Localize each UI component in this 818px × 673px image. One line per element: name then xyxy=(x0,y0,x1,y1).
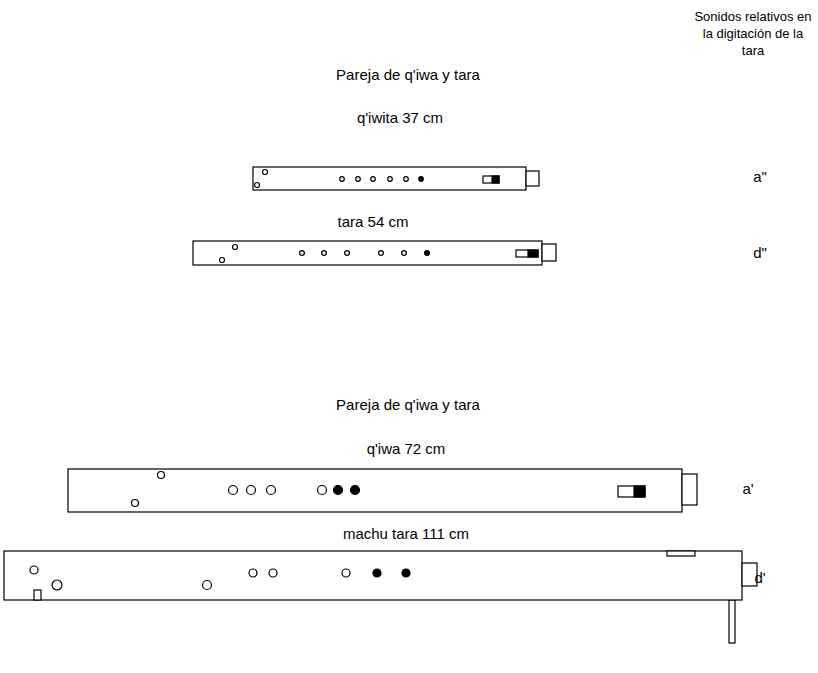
flute-hole-closed xyxy=(419,177,424,182)
flute-cap xyxy=(542,244,556,261)
flute-hole xyxy=(269,569,277,577)
flute-hole xyxy=(52,580,62,590)
flute-hole xyxy=(263,170,268,175)
flute-window-fill xyxy=(528,250,538,257)
flute-hole-closed xyxy=(402,569,410,577)
flute-hole xyxy=(132,500,139,507)
flute-hole xyxy=(371,177,376,182)
flute-window xyxy=(667,551,695,556)
flute-hole-closed xyxy=(334,486,343,495)
flute-hole xyxy=(345,251,350,256)
flute-hole xyxy=(342,569,350,577)
flute-hole xyxy=(318,486,327,495)
column-header: Sonidos relativos en la digitación de la… xyxy=(692,8,814,59)
flute-hole xyxy=(203,581,212,590)
flute-window xyxy=(483,176,499,183)
flute-hole xyxy=(356,177,361,182)
flute-hole xyxy=(267,486,276,495)
flute-hole xyxy=(340,177,345,182)
flute-body xyxy=(253,167,526,190)
flute-cap xyxy=(526,171,539,186)
flute-window-fill xyxy=(492,176,499,183)
flute-window xyxy=(618,486,645,497)
flute-hole xyxy=(402,251,407,256)
pair-heading: Pareja de q'iwa y tara xyxy=(336,66,480,84)
qiwa-flute xyxy=(68,469,697,512)
pitch-label: a" xyxy=(753,168,767,186)
flute-hole xyxy=(300,251,305,256)
pitch-label: d' xyxy=(754,569,765,587)
pitch-label: a' xyxy=(742,480,753,498)
flute-hole xyxy=(388,177,393,182)
flute-hole-closed xyxy=(351,486,360,495)
flute-hole xyxy=(158,472,165,479)
flute-hole xyxy=(247,486,256,495)
flute-body xyxy=(4,551,742,600)
flute-window xyxy=(516,250,538,257)
flute-tube xyxy=(729,600,735,643)
pair-heading: Pareja de q'iwa y tara xyxy=(336,396,480,414)
flute-window-fill xyxy=(634,486,645,497)
flute-hole xyxy=(229,486,238,495)
flute-notch xyxy=(34,590,41,600)
flute-hole xyxy=(30,566,38,574)
instrument-name: q'iwa 72 cm xyxy=(367,440,446,458)
instrument-name: tara 54 cm xyxy=(338,213,409,231)
flute-hole xyxy=(404,177,409,182)
flute-hole xyxy=(249,569,257,577)
instrument-name: q'iwita 37 cm xyxy=(357,109,443,127)
flute-body xyxy=(68,469,682,512)
flute-cap xyxy=(682,474,697,505)
pitch-label: d" xyxy=(753,244,767,262)
flute-hole xyxy=(220,258,225,263)
flute-hole xyxy=(233,245,238,250)
flute-hole xyxy=(255,183,260,188)
flute-hole-closed xyxy=(425,251,430,256)
machu-tara-flute xyxy=(4,551,757,643)
qiwita-flute xyxy=(253,167,539,190)
flute-body xyxy=(193,241,542,265)
flute-hole xyxy=(322,251,327,256)
instrument-name: machu tara 111 cm xyxy=(343,525,469,543)
flute-hole-closed xyxy=(373,569,381,577)
tara-flute xyxy=(193,241,556,265)
flute-hole xyxy=(379,251,384,256)
